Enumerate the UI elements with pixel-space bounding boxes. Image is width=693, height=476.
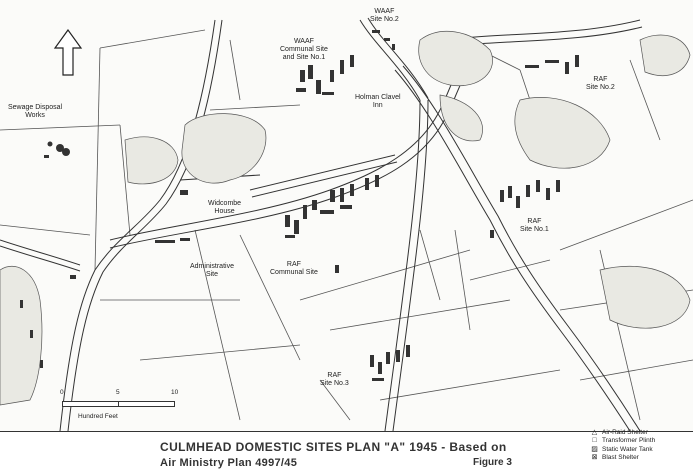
scale-tick-5: 5 (116, 389, 120, 396)
north-arrow-icon (53, 28, 83, 76)
roads (0, 17, 643, 431)
triangle-icon: △ (591, 429, 598, 436)
legend-item-transformer-plinth: □ Transformer Plinth (590, 437, 655, 445)
building-clusters (20, 30, 579, 381)
square-icon: □ (592, 437, 597, 445)
field-boundaries (0, 29, 693, 421)
caption-subtitle: Air Ministry Plan 4997/45 (160, 457, 298, 469)
crossed-square-icon: ⊠ (591, 454, 598, 462)
scale-bar: 0 5 10 Hundred Feet (58, 389, 182, 425)
caption-title: CULMHEAD DOMESTIC SITES PLAN "A" 1945 - … (160, 440, 507, 454)
legend-item-blast-shelter: ⊠ Blast Shelter (591, 454, 639, 462)
scale-tick-0: 0 (60, 389, 64, 396)
woodland (0, 30, 691, 406)
scale-units: Hundred Feet (78, 413, 118, 420)
scale-segment-2 (118, 401, 175, 407)
hatched-square-icon: ▨ (591, 445, 598, 453)
legend-item-air-raid-shelter: △ Air-Raid Shelter (591, 429, 648, 436)
caption-panel: CULMHEAD DOMESTIC SITES PLAN "A" 1945 - … (0, 431, 693, 476)
legend-item-static-water-tank: ▨ Static Water Tank (591, 445, 653, 453)
figure-number: Figure 3 (473, 457, 512, 468)
scale-tick-10: 10 (171, 389, 179, 396)
site-plan-map (0, 17, 693, 431)
legend: △ Air-Raid Shelter □ Transformer Plinth … (590, 429, 655, 463)
scale-segment-1 (62, 401, 119, 407)
